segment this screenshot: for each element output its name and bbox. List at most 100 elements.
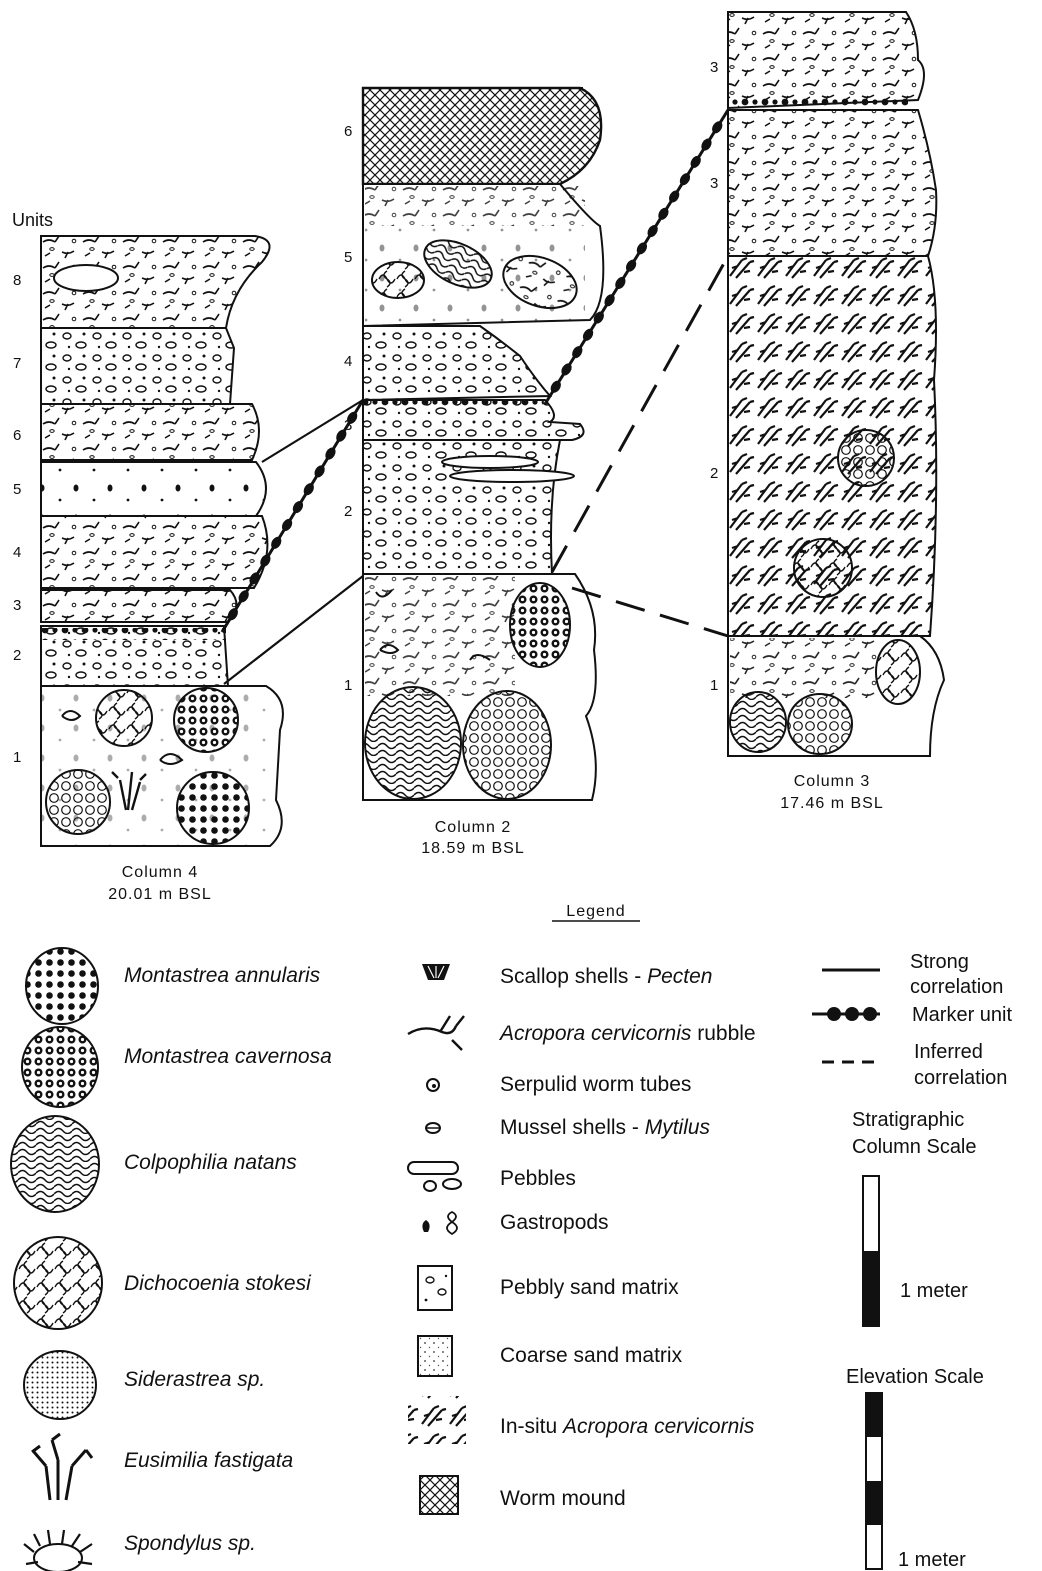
unit-number: 4 [13, 544, 21, 561]
acropora-rubble-icon [408, 1016, 464, 1050]
legend-label: Acropora cervicornis rubble [498, 1022, 756, 1045]
legend-label: correlation [910, 976, 1003, 998]
unit-3-lower [728, 110, 936, 256]
legend-label: Montastrea cavernosa [124, 1045, 332, 1068]
strat-scale-title: Column Scale [852, 1136, 977, 1158]
montastrea-annularis-icon [26, 948, 98, 1024]
column-4 [41, 236, 283, 846]
unit-5 [41, 462, 266, 516]
legend-label: Marker unit [912, 1004, 1012, 1026]
unit-1 [363, 574, 596, 800]
unit-number: 6 [344, 123, 352, 140]
worm-mound-icon [420, 1476, 458, 1514]
column-3 [728, 12, 944, 756]
legend-label: Montastrea annularis [124, 964, 321, 987]
legend-label: Pebbles [500, 1167, 576, 1190]
coral-labels: Montastrea annularis Montastrea cavernos… [124, 964, 332, 1555]
unit-number: 2 [13, 647, 21, 664]
column-3-depth: 17.46 m BSL [780, 795, 884, 812]
unit-2 [728, 256, 936, 636]
elevation-scale-label: 1 meter [898, 1549, 966, 1571]
unit-number: 5 [13, 481, 21, 498]
pebbly-sand-icon [418, 1266, 452, 1310]
pebbles-icon [408, 1162, 461, 1191]
unit-6-worm-mound [363, 88, 601, 184]
unit-number: 1 [13, 749, 21, 766]
scallop-shell-icon [422, 964, 450, 980]
stratigraphic-scale-bar [863, 1176, 879, 1326]
unit-number: 7 [13, 355, 21, 372]
unit-number: 3 [344, 417, 352, 434]
unit-number: 8 [13, 272, 21, 289]
legend-label: Siderastrea sp. [124, 1368, 265, 1391]
column-2-depth: 18.59 m BSL [421, 840, 525, 857]
unit-3 [41, 590, 237, 622]
column-3-name: Column 3 [794, 773, 870, 790]
unit-4 [363, 326, 550, 400]
unit-1 [728, 636, 944, 756]
unit-5 [363, 184, 603, 326]
strat-scale-title: Stratigraphic [852, 1109, 964, 1131]
legend-label: Serpulid worm tubes [500, 1073, 691, 1096]
unit-3-upper [728, 12, 924, 110]
mussel-shell-icon [426, 1123, 440, 1133]
eusimilia-fastigata-icon [32, 1434, 92, 1500]
legend: Legend Montastrea annularis Montastrea c… [11, 903, 1012, 1571]
legend-label: correlation [914, 1067, 1007, 1089]
colpophilia-natans-icon [11, 1116, 99, 1212]
unit-number: 3 [13, 597, 21, 614]
unit-number: 5 [344, 249, 352, 266]
unit-3 [363, 400, 584, 440]
legend-label: Mussel shells - Mytilus [500, 1116, 711, 1139]
column-2 [363, 88, 603, 800]
column-2-name: Column 2 [435, 819, 511, 836]
unit-2 [41, 626, 228, 686]
legend-label: Spondylus sp. [124, 1532, 256, 1555]
column-4-unit-numbers: 8 7 6 5 4 3 2 1 [13, 272, 21, 766]
legend-title: Legend [566, 903, 625, 920]
material-labels: Scallop shells - Pecten Acropora cervico… [498, 965, 756, 1510]
unit-2 [363, 440, 574, 574]
unit-8 [41, 236, 270, 328]
elevation-scale-bar [866, 1393, 882, 1569]
legend-label: In-situ Acropora cervicornis [500, 1415, 755, 1438]
legend-label: Scallop shells - Pecten [500, 965, 712, 988]
legend-label: Dichocoenia stokesi [124, 1272, 312, 1295]
column-3-unit-numbers: 3 3 2 1 [710, 59, 718, 694]
unit-7 [41, 328, 234, 404]
strat-scale-label: 1 meter [900, 1280, 968, 1302]
unit-number: 2 [710, 465, 718, 482]
units-heading: Units [12, 210, 53, 230]
spondylus-icon [24, 1530, 92, 1571]
legend-label: Colpophilia natans [124, 1151, 297, 1174]
dichocoenia-stokesi-icon [14, 1237, 102, 1329]
serpulid-tube-icon [427, 1079, 439, 1091]
insitu-acropora-icon [408, 1396, 466, 1444]
unit-number: 3 [710, 59, 718, 76]
legend-label: Worm mound [500, 1487, 626, 1510]
unit-1 [41, 686, 283, 846]
unit-number: 1 [710, 677, 718, 694]
unit-number: 2 [344, 503, 352, 520]
legend-label: Pebbly sand matrix [500, 1276, 679, 1299]
unit-6 [41, 404, 259, 460]
legend-label: Gastropods [500, 1211, 609, 1234]
gastropod-icon [422, 1212, 457, 1234]
legend-label: Inferred [914, 1041, 983, 1063]
legend-label: Eusimilia fastigata [124, 1449, 293, 1472]
unit-number: 1 [344, 677, 352, 694]
marker-unit-swatch [812, 1007, 880, 1021]
unit-4 [41, 516, 267, 588]
unit-number: 4 [344, 353, 352, 370]
legend-label: Coarse sand matrix [500, 1344, 683, 1367]
siderastrea-icon [24, 1351, 96, 1419]
legend-label: Strong [910, 951, 969, 973]
coarse-sand-icon [418, 1336, 452, 1376]
unit-number: 3 [710, 175, 718, 192]
elevation-scale-title: Elevation Scale [846, 1366, 984, 1388]
column-4-depth: 20.01 m BSL [108, 886, 212, 903]
unit-number: 6 [13, 427, 21, 444]
column-4-name: Column 4 [122, 864, 198, 881]
montastrea-cavernosa-icon [22, 1027, 98, 1107]
